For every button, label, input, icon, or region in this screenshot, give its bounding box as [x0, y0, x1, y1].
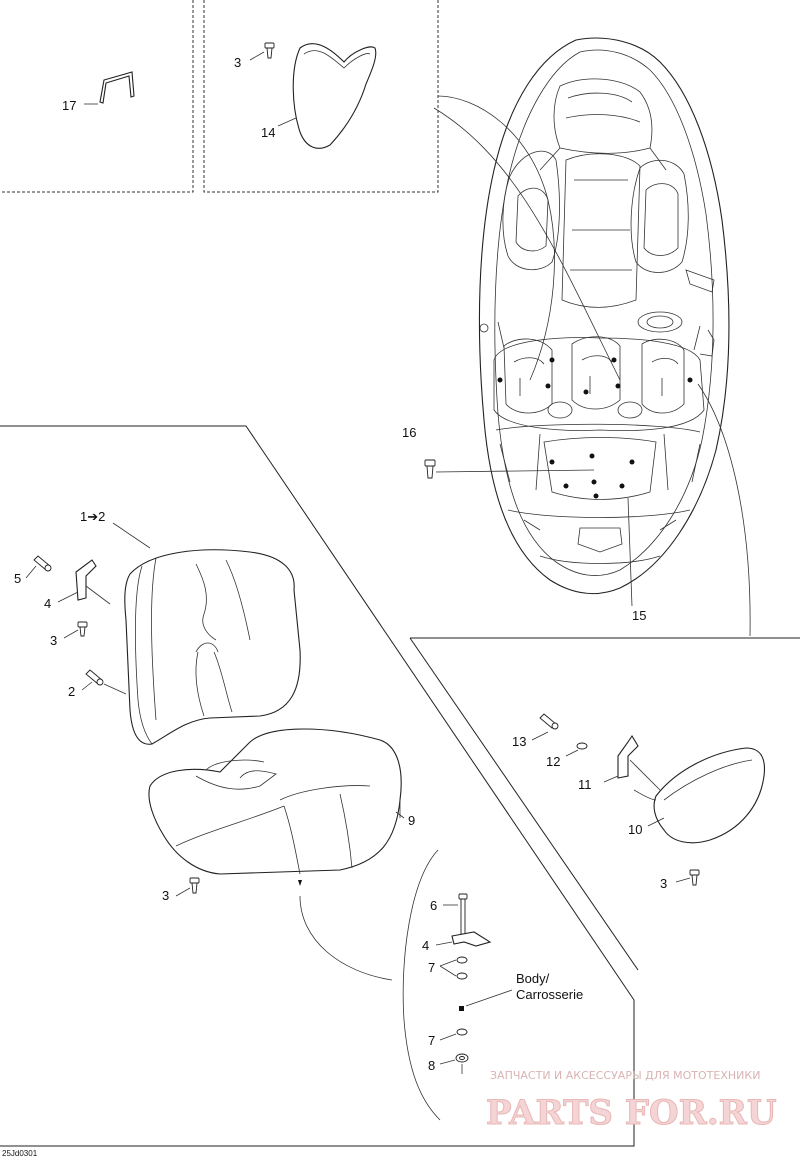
watermark-tagline: ЗАПЧАСТИ И АКСЕССУАРЫ ДЛЯ МОТОТЕХНИКИ [490, 1069, 760, 1082]
inset-panel-bracket [0, 0, 194, 193]
callout-7-upper: 7 [428, 960, 435, 975]
body-label-line1: Body/ [516, 971, 550, 986]
part-17-bracket [84, 71, 135, 105]
callout-11: 11 [578, 777, 592, 792]
callout-14: 14 [261, 125, 275, 140]
callout-16: 16 [402, 425, 416, 440]
callout-4-backrest: 4 [44, 596, 51, 611]
screw-16 [424, 459, 436, 479]
backrest-hardware [33, 555, 127, 695]
callout-3-inset: 3 [234, 55, 241, 70]
screw-3-inset [249, 42, 275, 61]
callout-9: 9 [408, 813, 415, 828]
seat-leader-lines [25, 522, 405, 897]
part-14-cover [277, 43, 377, 149]
callout-7-lower: 7 [428, 1033, 435, 1048]
callout-6: 6 [430, 898, 437, 913]
drawing-code: 25Jd0301 [2, 1149, 38, 1158]
callout-1-to-2: 1➔2 [80, 509, 105, 524]
callout-12: 12 [546, 754, 560, 769]
watermark: ЗАПЧАСТИ И АКСЕССУАРЫ ДЛЯ МОТОТЕХНИКИ PA… [486, 1069, 778, 1134]
callout-8: 8 [428, 1058, 435, 1073]
callout-10: 10 [628, 822, 642, 837]
callout-15: 15 [632, 608, 646, 623]
watermark-logo: PARTS FOR.RU [486, 1093, 777, 1133]
mounting-stack [435, 893, 513, 1074]
callout-4-stack: 4 [422, 938, 429, 953]
headrest-hardware [531, 713, 700, 886]
watercraft-hull [478, 37, 730, 595]
callout-17: 17 [62, 98, 76, 113]
hull-leader-lines [433, 95, 751, 637]
body-label-line2: Carrosserie [516, 987, 583, 1002]
screw-3-seat [189, 877, 200, 894]
part-1-backrest [124, 549, 301, 745]
callout-2: 2 [68, 684, 75, 699]
callout-5: 5 [14, 571, 21, 586]
part-10-headrest [633, 747, 766, 844]
callout-3-backrest: 3 [50, 633, 57, 648]
callout-3-headrest: 3 [660, 876, 667, 891]
headrest-panel-frame [409, 637, 800, 971]
seat-panel-frame [0, 425, 635, 1147]
part-9-seat [148, 728, 402, 886]
callout-3-seat: 3 [162, 888, 169, 903]
callout-13: 13 [512, 734, 526, 749]
detail-callout-curve [299, 849, 441, 1121]
